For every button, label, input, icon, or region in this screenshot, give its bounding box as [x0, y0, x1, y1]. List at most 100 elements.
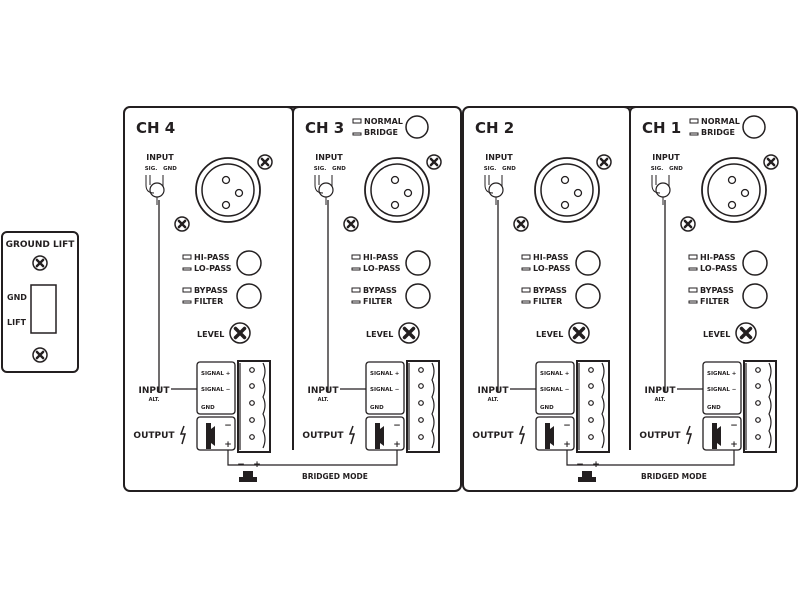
level-control[interactable]: [568, 322, 590, 344]
terminal-gnd-label: GND: [707, 405, 721, 411]
bridged-mode-diagram: −+BRIDGED MODE: [227, 450, 398, 482]
switch-down-icon: [688, 267, 698, 271]
screw-icon: [596, 154, 612, 170]
bypass-label: BYPASS: [533, 286, 567, 295]
terminal-screw[interactable]: [755, 417, 761, 423]
terminal-screw[interactable]: [249, 367, 255, 373]
hi-lo-pass-button[interactable]: [575, 250, 601, 276]
hi-lo-pass-button[interactable]: [236, 250, 262, 276]
level-control[interactable]: [735, 322, 757, 344]
ground-lift-switch[interactable]: [30, 284, 57, 334]
terminal-screw[interactable]: [418, 383, 424, 389]
alt-input-box: [702, 361, 742, 415]
bypass-filter-button[interactable]: [575, 283, 601, 309]
bypass-filter-button[interactable]: [236, 283, 262, 309]
channel-ch2: CH 2INPUTSIG.GNDHI-PASSLO-PASSBYPASSFILT…: [472, 119, 612, 453]
hi-pass-label: HI-PASS: [363, 253, 399, 262]
xlr-outer: [364, 157, 430, 223]
terminal-screw[interactable]: [418, 417, 424, 423]
normal-label: NORMAL: [701, 117, 740, 126]
terminal-block[interactable]: [743, 360, 777, 453]
lift-label: LIFT: [7, 318, 27, 327]
terminal-screw[interactable]: [755, 367, 761, 373]
terminal-screw[interactable]: [755, 383, 761, 389]
switch-down-icon: [182, 267, 192, 271]
pinout-ring: [655, 182, 671, 198]
terminal-block[interactable]: [237, 360, 271, 453]
signal-minus-label: SIGNAL −: [707, 387, 737, 393]
lightning-icon: [348, 425, 356, 445]
output-minus-label: −: [730, 421, 738, 431]
terminal-screw[interactable]: [588, 383, 594, 389]
terminal-screw[interactable]: [588, 367, 594, 373]
terminal-screw[interactable]: [588, 417, 594, 423]
output-box: [365, 416, 405, 451]
hi-lo-pass-button[interactable]: [405, 250, 431, 276]
xlr-pin: [221, 200, 231, 210]
xlr-input-connector[interactable]: [364, 157, 430, 223]
bridge-wire: [227, 450, 398, 466]
terminal-block[interactable]: [406, 360, 440, 453]
bypass-label: BYPASS: [194, 286, 228, 295]
terminal-screw[interactable]: [249, 434, 255, 440]
bridged-speaker-icon: [239, 471, 257, 482]
xlr-pinout-icon: [484, 175, 504, 205]
bypass-label: BYPASS: [363, 286, 397, 295]
gnd-pin-label: GND: [163, 166, 177, 172]
terminal-screw[interactable]: [418, 400, 424, 406]
terminal-screw[interactable]: [755, 434, 761, 440]
terminal-screw[interactable]: [249, 400, 255, 406]
pinout-wires: [314, 175, 333, 205]
screw-icon: [680, 216, 696, 232]
hi-lo-pass-button[interactable]: [742, 250, 768, 276]
channel-title: CH 1: [642, 119, 681, 137]
terminal-block-frame: [406, 360, 440, 453]
bridge-label: BRIDGE: [701, 128, 735, 137]
input-label: INPUT: [146, 153, 174, 162]
terminal-screw[interactable]: [249, 383, 255, 389]
terminal-screw[interactable]: [588, 400, 594, 406]
screw-ring: [735, 322, 757, 344]
alt-label: ALT.: [655, 397, 666, 403]
level-control[interactable]: [229, 322, 251, 344]
pinout-wires: [145, 175, 164, 205]
normal-bridge-button[interactable]: [405, 115, 429, 139]
screw-icon: [32, 255, 48, 271]
screw-icon: [763, 154, 779, 170]
output-plus-label: +: [730, 440, 738, 450]
output-label: OUTPUT: [472, 431, 514, 441]
bridged-mode-label: BRIDGED MODE: [302, 472, 368, 481]
output-minus-label: −: [224, 421, 232, 431]
pinout-ring: [149, 182, 165, 198]
screw-cross: [260, 157, 270, 167]
xlr-pinout-icon: [145, 175, 165, 205]
alt-label: ALT.: [488, 397, 499, 403]
xlr-outer: [534, 157, 600, 223]
terminal-block[interactable]: [576, 360, 610, 453]
switch-down-icon: [521, 300, 531, 304]
bridge-plus-label: +: [253, 460, 261, 470]
xlr-input-connector[interactable]: [195, 157, 261, 223]
screw-cross: [177, 219, 187, 229]
speaker-icon: [545, 423, 554, 449]
pinout-ring: [488, 182, 504, 198]
normal-bridge-button[interactable]: [742, 115, 766, 139]
terminal-screw[interactable]: [418, 434, 424, 440]
xlr-input-connector[interactable]: [701, 157, 767, 223]
alt-input-box: [535, 361, 575, 415]
terminal-screw[interactable]: [418, 367, 424, 373]
bypass-filter-button[interactable]: [405, 283, 431, 309]
switch-down-icon: [182, 300, 192, 304]
xlr-input-connector[interactable]: [534, 157, 600, 223]
level-label: LEVEL: [536, 330, 563, 339]
screw-cross: [766, 157, 776, 167]
terminal-screw[interactable]: [588, 434, 594, 440]
lo-pass-label: LO-PASS: [533, 264, 571, 273]
output-label: OUTPUT: [133, 431, 175, 441]
terminal-screw[interactable]: [755, 400, 761, 406]
lo-pass-label: LO-PASS: [194, 264, 232, 273]
level-control[interactable]: [398, 322, 420, 344]
bypass-filter-button[interactable]: [742, 283, 768, 309]
terminal-screw[interactable]: [249, 417, 255, 423]
